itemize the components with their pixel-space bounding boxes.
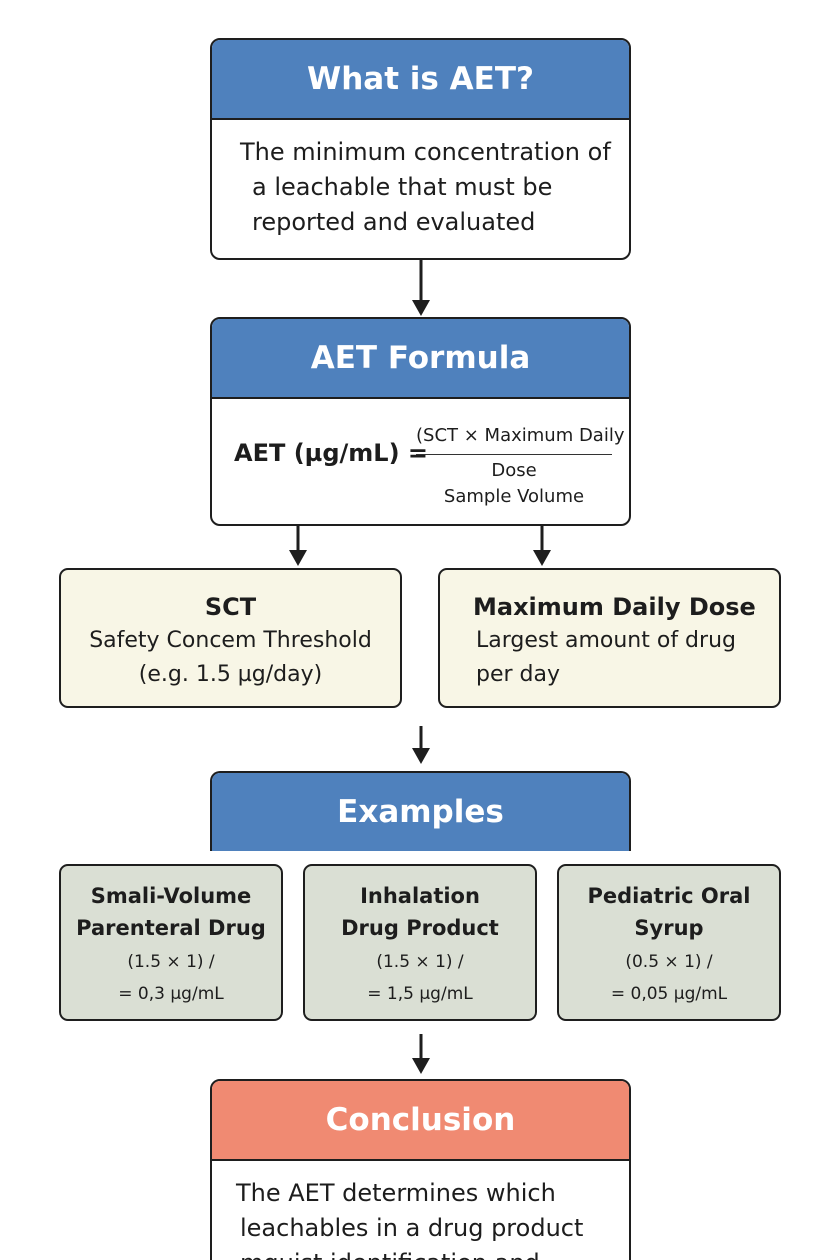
conclusion-header: Conclusion (212, 1081, 629, 1161)
example-title-line-2: Drug Product (341, 916, 499, 940)
example-calc: (0.5 × 1) / (625, 952, 713, 972)
example-card-small-volume: Smali-Volume Parenteral Drug (1.5 × 1) /… (59, 864, 283, 1021)
conclusion-title: Conclusion (325, 1102, 516, 1138)
fraction-bar (416, 454, 612, 455)
what-is-aet-box: What is AET? The minimum concentration o… (210, 38, 631, 260)
definition-line-1: The minimum concentration of (240, 138, 611, 166)
conclusion-line-1: The AET determines which (236, 1179, 556, 1207)
examples-header: Examples (212, 773, 629, 851)
formula-expression: AET (µg/mL) = (SCT × Maximum Daily Dose … (212, 399, 629, 524)
mdd-definition-1: Largest amount of drug (476, 628, 736, 653)
arrow-down-icon (289, 526, 307, 566)
sct-definition: Safety Concem Threshold (89, 628, 372, 653)
sct-example: (e.g. 1.5 µg/day) (138, 662, 323, 687)
conclusion-text: The AET determines which leachables in a… (212, 1161, 629, 1260)
sct-title: SCT (204, 593, 257, 621)
examples-title: Examples (337, 794, 504, 830)
definition-line-2: a leachable that must be (252, 173, 553, 201)
sct-box: SCT Safety Concem Threshold (e.g. 1.5 µg… (59, 568, 402, 708)
mdd-title: Maximum Daily Dose (473, 593, 756, 621)
mdd-definition-2: per day (476, 662, 561, 687)
arrow-down-icon (412, 1034, 430, 1074)
conclusion-line-2: leachables in a drug product (240, 1214, 584, 1242)
example-title-line-1: Pediatric Oral (587, 884, 751, 908)
aet-formula-title: AET Formula (310, 340, 531, 376)
aet-formula-header: AET Formula (212, 319, 629, 399)
formula-numerator-cont: Dose (491, 460, 537, 481)
example-calc: (1.5 × 1) / (127, 952, 215, 972)
arrow-down-icon (533, 526, 551, 566)
formula-denominator: Sample Volume (443, 486, 585, 507)
formula-lhs: AET (µg/mL) = (234, 439, 429, 467)
examples-header-box: Examples (210, 771, 631, 851)
example-title-line-1: Inhalation (360, 884, 480, 908)
what-is-aet-title: What is AET? (307, 61, 534, 97)
arrow-down-icon (412, 726, 430, 764)
example-card-inhalation: Inhalation Drug Product (1.5 × 1) / = 1,… (303, 864, 537, 1021)
example-title-line-2: Parenteral Drug (76, 916, 266, 940)
formula-numerator: (SCT × Maximum Daily (416, 425, 625, 446)
example-result: = 1,5 µg/mL (367, 984, 473, 1004)
example-result: = 0,05 µg/mL (610, 984, 728, 1004)
conclusion-box: Conclusion The AET determines which leac… (210, 1079, 631, 1260)
what-is-aet-header: What is AET? (212, 40, 629, 120)
what-is-aet-definition: The minimum concentration of a leachable… (212, 120, 629, 240)
example-calc: (1.5 × 1) / (376, 952, 464, 972)
definition-line-3: reported and evaluated (252, 208, 536, 236)
arrow-down-icon (412, 260, 430, 316)
example-card-pediatric-syrup: Pediatric Oral Syrup (0.5 × 1) / = 0,05 … (557, 864, 781, 1021)
example-result: = 0,3 µg/mL (118, 984, 224, 1004)
example-title-line-2: Syrup (634, 916, 704, 940)
conclusion-line-3: mquist identification and (236, 1246, 629, 1260)
example-title-line-1: Smali-Volume (90, 884, 252, 908)
aet-formula-box: AET Formula AET (µg/mL) = (SCT × Maximum… (210, 317, 631, 526)
max-daily-dose-box: Maximum Daily Dose Largest amount of dru… (438, 568, 781, 708)
